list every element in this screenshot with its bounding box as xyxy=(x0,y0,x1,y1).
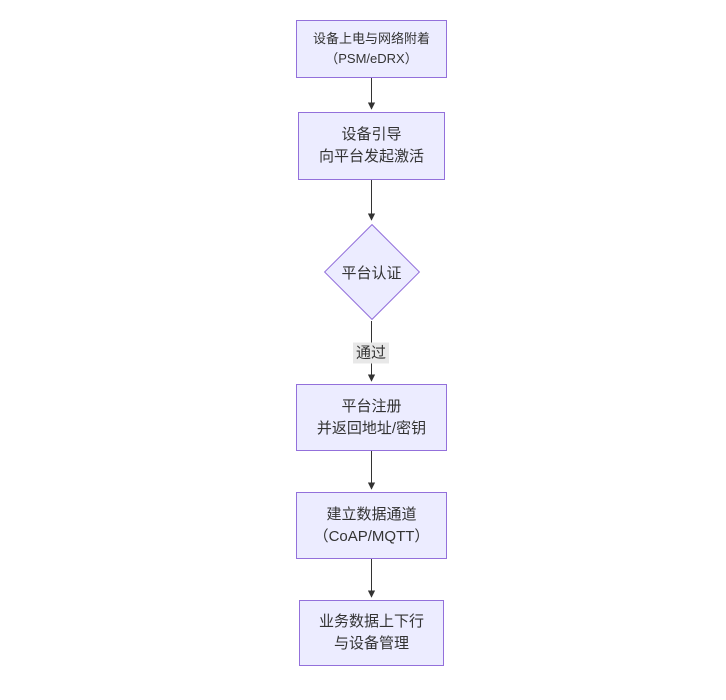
node-text-line: （PSM/eDRX） xyxy=(325,51,418,66)
node-power-attach: 设备上电与网络附着 （PSM/eDRX） xyxy=(296,20,447,78)
node-text-line: 与设备管理 xyxy=(333,635,409,652)
node-text-line: 平台注册 xyxy=(341,397,402,415)
node-text-line: 建立数据通道 xyxy=(326,505,417,523)
node-text-line: 设备上电与网络附着 xyxy=(312,31,430,46)
node-business-data: 业务数据上下行 与设备管理 xyxy=(299,600,444,666)
node-bootstrap-activate: 设备引导 向平台发起激活 xyxy=(298,112,445,180)
node-text-line: 并返回地址/密钥 xyxy=(316,419,427,437)
node-text-line: （CoAP/MQTT） xyxy=(313,527,430,545)
node-text-line: 平台认证 xyxy=(341,264,402,282)
node-text-line: 设备引导 xyxy=(341,126,402,143)
edge-label-pass: 通过 xyxy=(352,342,390,364)
node-platform-auth: 平台认证 xyxy=(322,223,421,321)
node-text-line: 业务数据上下行 xyxy=(318,613,424,630)
node-text-line: 向平台发起激活 xyxy=(318,148,424,165)
node-platform-register: 平台注册 并返回地址/密钥 xyxy=(296,384,447,451)
node-data-channel: 建立数据通道 （CoAP/MQTT） xyxy=(296,492,447,559)
